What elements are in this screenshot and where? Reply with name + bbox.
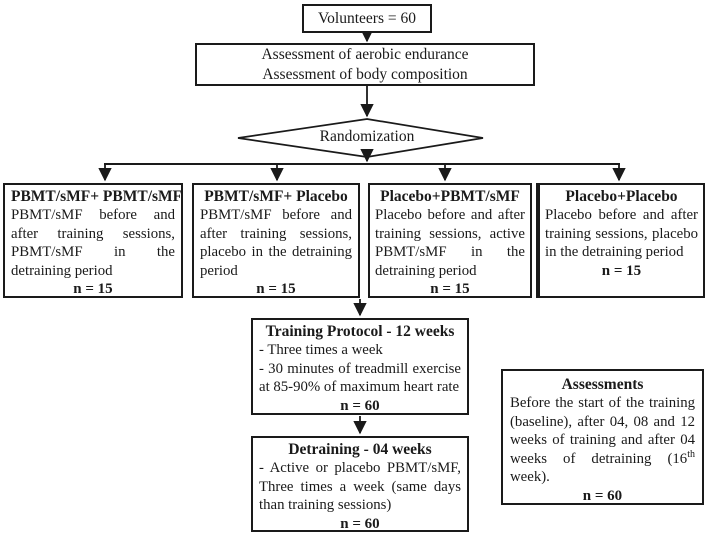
group3-title: Placebo+PBMT/sMF bbox=[380, 188, 520, 205]
training-title: Training Protocol - 12 weeks bbox=[265, 323, 455, 340]
assessments-body: Before the start of the training (baseli… bbox=[510, 394, 695, 487]
assessment-box: Assessment of aerobic endurance Assessme… bbox=[195, 43, 535, 86]
detraining-title: Detraining - 04 weeks bbox=[288, 441, 432, 458]
detraining-n: n = 60 bbox=[340, 515, 380, 532]
group4-n: n = 15 bbox=[601, 262, 642, 279]
assessment-line2: Assessment of body composition bbox=[262, 65, 468, 83]
group4-body: Placebo before and after training sessio… bbox=[545, 207, 698, 261]
group4-box: Placebo+Placebo Placebo before and after… bbox=[536, 183, 705, 298]
detraining-box: Detraining - 04 weeks - Active or placeb… bbox=[251, 436, 469, 532]
assessments-n: n = 60 bbox=[582, 487, 623, 504]
group2-box: PBMT/sMF+ Placebo PBMT/sMF before and af… bbox=[192, 183, 360, 298]
training-line2: - 30 minutes of treadmill exercise at 85… bbox=[259, 360, 461, 396]
group1-box: PBMT/sMF+ PBMT/sMF PBMT/sMF before and a… bbox=[3, 183, 183, 298]
group1-n: n = 15 bbox=[73, 281, 113, 298]
group2-body: PBMT/sMF before and after training sessi… bbox=[200, 207, 352, 279]
assessment-line1: Assessment of aerobic endurance bbox=[261, 46, 469, 63]
training-n: n = 60 bbox=[340, 397, 380, 414]
training-line1: - Three times a week bbox=[259, 342, 383, 358]
detraining-body: - Active or placebo PBMT/sMF, Three time… bbox=[259, 460, 461, 514]
group3-box: Placebo+PBMT/sMF Placebo before and afte… bbox=[368, 183, 532, 298]
training-protocol-box: Training Protocol - 12 weeks - Three tim… bbox=[251, 318, 469, 415]
randomization-label: Randomization bbox=[319, 128, 415, 145]
assessments-title: Assessments bbox=[561, 376, 644, 393]
assessments-body-pre: Before the start of the training (baseli… bbox=[510, 395, 695, 467]
assessments-box: Assessments Before the start of the trai… bbox=[501, 369, 704, 505]
group2-n: n = 15 bbox=[256, 281, 296, 298]
group2-title: PBMT/sMF+ Placebo bbox=[204, 188, 348, 205]
group1-title: PBMT/sMF+ PBMT/sMF bbox=[11, 188, 183, 205]
volunteers-text: Volunteers = 60 bbox=[317, 9, 416, 27]
group3-n: n = 15 bbox=[430, 281, 470, 298]
group3-body: Placebo before and after training sessio… bbox=[375, 207, 525, 279]
assessments-body-post: week). bbox=[510, 469, 550, 486]
ordinal-superscript: th bbox=[687, 448, 695, 460]
group1-body: PBMT/sMF before and after training sessi… bbox=[11, 207, 175, 279]
volunteers-box: Volunteers = 60 bbox=[302, 4, 432, 33]
group4-title: Placebo+Placebo bbox=[565, 188, 678, 205]
